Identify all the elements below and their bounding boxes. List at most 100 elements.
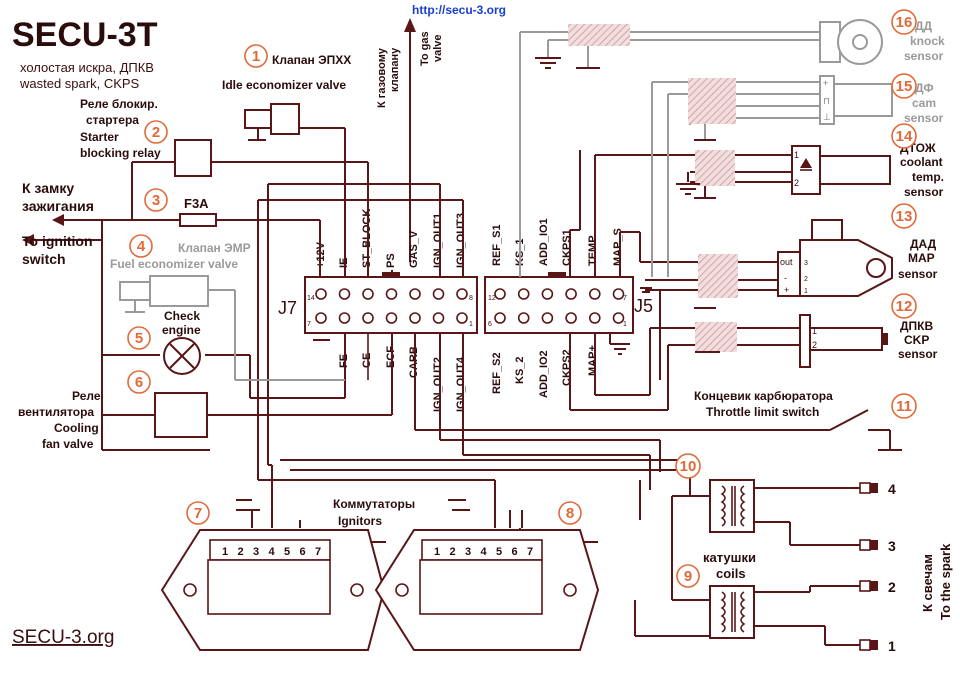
j5-pin-socket <box>541 288 554 300</box>
ckp-label-en1: CKP <box>904 333 929 347</box>
j7-pin-socket <box>456 312 468 324</box>
knock-label-ru: ДД <box>915 19 933 33</box>
map-pin-plus: + <box>784 285 789 295</box>
subtitle-ru: холостая искра, ДПКВ <box>20 60 154 75</box>
cooling-fan-relay <box>154 392 208 438</box>
coolant-label-en1: coolant <box>900 155 943 169</box>
fan-relay-en1: Cooling <box>54 421 99 435</box>
spark-out-1: 1 <box>888 638 896 654</box>
ignition-coil-bottom <box>709 585 755 639</box>
pin-label-ref-s1: REF_S1 <box>491 224 503 266</box>
ckp-pin-2: 2 <box>812 340 817 350</box>
j5-pin-socket <box>541 312 554 324</box>
j7-label: J7 <box>278 298 297 318</box>
map-label-ru: ДАД <box>910 237 937 251</box>
j7-pin-socket <box>456 288 468 300</box>
spark-out-2: 2 <box>888 579 896 595</box>
knock-label-en2: sensor <box>904 49 944 63</box>
svg-text:15: 15 <box>896 78 913 95</box>
cam-label-ru: ДФ <box>915 81 934 95</box>
svg-text:6: 6 <box>135 374 143 391</box>
shield-ckp <box>695 322 737 352</box>
cam-label-en1: cam <box>912 96 936 110</box>
ignitor-pin-label: 6 <box>300 546 306 558</box>
ignitor-left <box>160 529 386 651</box>
cam-pin-plus: + <box>823 78 828 88</box>
shield-cam <box>688 78 736 124</box>
pin-label-ckps1: CKPS1 <box>561 229 573 266</box>
shield-coolant <box>695 150 735 186</box>
j5-pin-socket <box>565 288 577 300</box>
ignitor-pin-label: 1 <box>222 546 228 558</box>
coolant-label-en2: temp. <box>912 170 944 184</box>
j5-pin-socket <box>517 312 530 324</box>
j7-pin-socket <box>385 288 398 300</box>
svg-text:10: 10 <box>680 458 697 475</box>
j5-pin-12: 12 <box>488 295 496 302</box>
j5-pin-socket <box>494 288 506 300</box>
check-engine-label2: engine <box>162 323 201 337</box>
ignitor-pin-label: 3 <box>253 546 259 558</box>
pin-label-map-plus: MAP+ <box>587 345 599 376</box>
svg-text:16: 16 <box>896 14 913 31</box>
j5-pin-1: 1 <box>623 321 627 328</box>
coolant-label-en3: sensor <box>904 185 944 199</box>
j5-pin-socket <box>565 312 577 324</box>
coils-label-en: coils <box>716 566 746 581</box>
j5-pin-6: 6 <box>488 321 492 328</box>
map-pin-num-2: 2 <box>804 276 808 283</box>
ignitors-label-en: Ignitors <box>338 514 382 528</box>
ignition-ru1: К замку <box>22 180 74 196</box>
j5-pin-socket <box>588 288 601 300</box>
marker-9: 9 <box>676 564 700 588</box>
coolant-temp-sensor <box>791 145 891 195</box>
ignitor-pin-label: 1 <box>434 546 440 558</box>
starter-relay-ru1: Реле блокир. <box>80 97 158 111</box>
spark-plug-terminals <box>859 482 878 651</box>
marker-16: 16 <box>891 9 917 35</box>
ignition-en2: switch <box>22 251 66 267</box>
j7-pin-socket <box>362 288 374 300</box>
marker-10: 10 <box>675 453 701 479</box>
gas-valve-label-ru2: клапану <box>389 47 401 92</box>
pin-label-ce: CE <box>361 353 373 368</box>
coils-label-ru: катушки <box>703 550 756 565</box>
coolant-pin-1: 1 <box>794 150 799 160</box>
ignition-ru2: зажигания <box>22 198 94 214</box>
marker-3: 3 <box>144 188 168 212</box>
throttle-switch-en: Throttle limit switch <box>706 405 819 419</box>
pin-label-ign-out2: IGN_OUT2 <box>432 357 444 412</box>
marker-15: 15 <box>891 73 917 99</box>
header-url[interactable]: http://secu-3.org <box>412 3 506 17</box>
pin-label-gas-v: GAS_V <box>408 230 420 268</box>
svg-text:7: 7 <box>194 505 202 522</box>
gas-arrow-icon <box>404 18 416 32</box>
ground-icon <box>236 57 720 543</box>
j7-pin-socket <box>362 312 374 324</box>
j7-pin-socket <box>385 312 398 324</box>
ignitor-right <box>374 529 600 651</box>
pin-label-ref-s2: REF_S2 <box>491 352 503 394</box>
fan-relay-ru: Реле <box>72 389 101 403</box>
pin-label-ks2: KS_2 <box>514 356 526 384</box>
ignitor-pin-label: 4 <box>269 546 276 558</box>
cam-label-en2: sensor <box>904 111 944 125</box>
fuse-f3a <box>179 213 217 227</box>
svg-text:14: 14 <box>896 128 913 145</box>
map-label-en2: sensor <box>898 267 938 281</box>
knock-label-en1: knock <box>910 34 945 48</box>
ckp-pin-1: 1 <box>812 326 817 336</box>
gas-valve-label-en2: valve <box>432 34 444 62</box>
j5-pin-7: 7 <box>623 295 627 302</box>
j7-pin-socket <box>432 288 445 300</box>
gas-valve-label-ru1: К газовому <box>376 47 388 108</box>
knock-sensor <box>819 19 883 65</box>
pin-label-ign-out1: IGN_OUT1 <box>432 213 444 268</box>
coolant-pin-2: 2 <box>794 178 799 188</box>
marker-5: 5 <box>127 326 151 350</box>
starter-relay <box>174 139 212 177</box>
shield-knock <box>568 24 630 46</box>
connector-j7: J7 14 8 7 1 <box>278 272 478 334</box>
ckp-sensor <box>799 314 888 368</box>
